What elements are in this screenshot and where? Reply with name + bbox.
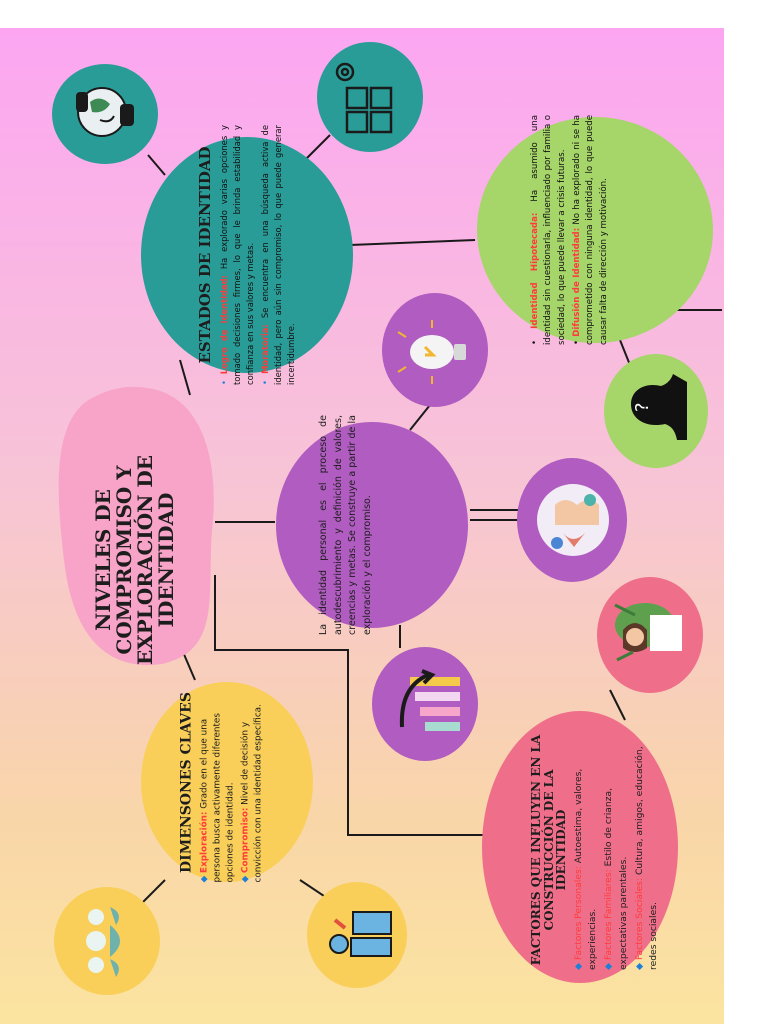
- moratoria-label: Moratoria:: [259, 324, 270, 374]
- per-label: Factores Personales:: [572, 866, 584, 960]
- dimensiones-content: DIMENSONES CLAVES ◆ Exploración: Grado e…: [178, 683, 275, 883]
- helping-hands-icon: [517, 458, 627, 582]
- compromiso-item: ◆ Compromiso: Nivel de decisión y convic…: [240, 704, 264, 883]
- exploracion-item: ◆ Exploración: Grado en el que una perso…: [199, 713, 236, 883]
- main-title: NIVELES DE COMPROMISO Y EXPLORACIÓN DE I…: [91, 455, 178, 665]
- hip-label: Identidad Hipotecada:: [530, 212, 540, 329]
- puzzle-gears-icon: [317, 42, 423, 152]
- dimensiones-title: DIMENSONES CLAVES: [178, 692, 195, 873]
- comp-label: Compromiso:: [240, 807, 251, 873]
- title-blob: [58, 386, 214, 665]
- soc-label: Factores Sociales:: [633, 877, 645, 960]
- estados-content: ESTADOS DE IDENTIDAD • Logro de identida…: [196, 125, 298, 385]
- hipotecada-item: • Identidad Hipotecada: Ha asumido una i…: [530, 114, 567, 345]
- exp-label: Exploración:: [199, 811, 210, 873]
- factores-familiares: ◆ Factores Familiares: Estilo de crianza…: [603, 787, 629, 970]
- lightbulb-icon: [382, 293, 488, 407]
- hipotecada-content: • Identidad Hipotecada: Ha asumido una i…: [525, 115, 665, 345]
- growth-bars-icon: [372, 647, 478, 761]
- estados-title: ESTADOS DE IDENTIDAD: [196, 146, 214, 364]
- factores-circle: [482, 711, 678, 983]
- center-circle: [276, 422, 468, 628]
- estados-logro: • Logro de identidad: Ha explorado varia…: [218, 125, 255, 385]
- woman-plants-icon: [597, 577, 703, 693]
- svg-text:?: ?: [632, 402, 653, 412]
- estados-circle: [141, 137, 353, 373]
- logro-label: Logro de identidad:: [218, 275, 229, 375]
- people-group-icon: [54, 887, 160, 995]
- question-head-icon: ?: [604, 354, 708, 468]
- difusion-item: • Difusión de Identidad: No ha explorado…: [571, 115, 609, 345]
- dif-label: Difusión de Identidad:: [571, 227, 582, 337]
- hipotecada-circle: [477, 117, 713, 343]
- factores-sociales: ◆ Factores Sociales: Cultura, amigos, ed…: [633, 746, 660, 970]
- fam-label: Factores Familiares:: [603, 869, 615, 960]
- estados-moratoria: • Moratoria: Se encuentra en una búsqued…: [259, 125, 296, 385]
- globe-hands-icon: [52, 64, 158, 164]
- person-thinking-icon: [307, 882, 407, 988]
- factores-content: FACTORES QUE INFLUYEN EN LA CONSTRUCCIÓN…: [529, 730, 659, 970]
- factores-title: FACTORES QUE INFLUYEN EN LA CONSTRUCCIÓN…: [529, 734, 569, 966]
- dimensiones-circle: [141, 682, 313, 882]
- factores-personales: ◆ Factores Personales: Autoestima, valor…: [572, 768, 599, 970]
- center-text: La identidad personal es el proceso de a…: [318, 415, 374, 635]
